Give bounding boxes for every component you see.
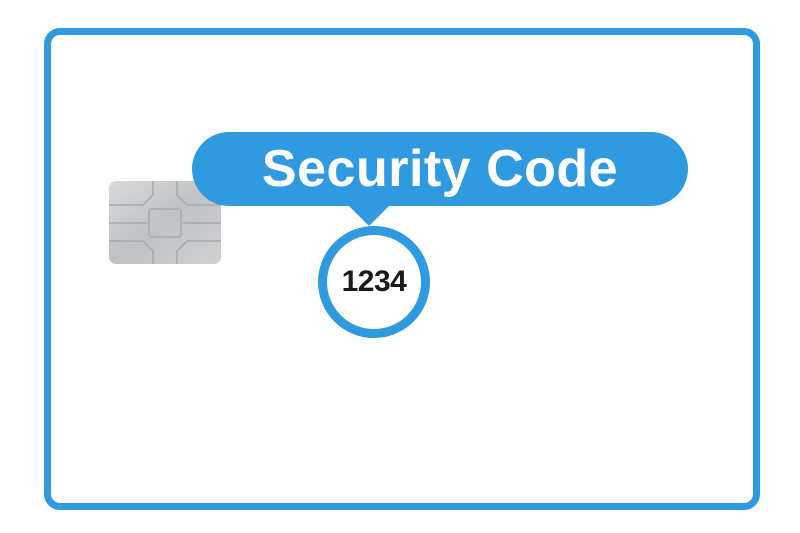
security-code-callout: Security Code bbox=[192, 132, 688, 206]
callout-label: Security Code bbox=[261, 140, 619, 198]
chip-icon bbox=[109, 181, 221, 264]
callout-pointer bbox=[347, 204, 391, 226]
security-code-highlight: 1234 bbox=[318, 226, 430, 338]
security-code-value: 1234 bbox=[341, 265, 407, 298]
